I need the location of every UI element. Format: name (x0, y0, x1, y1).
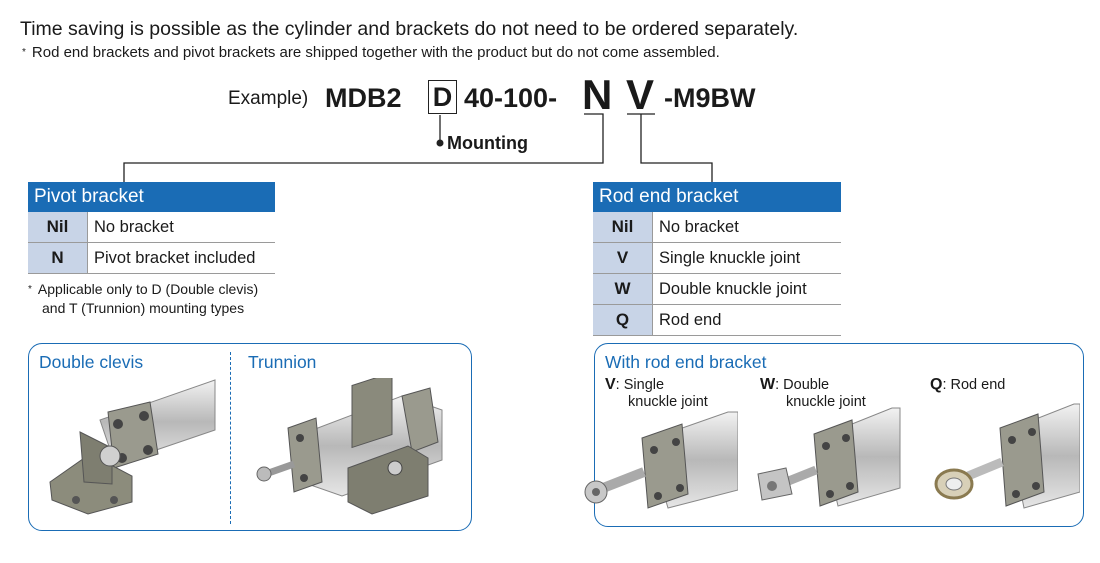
variant-line2: knuckle joint (628, 394, 708, 410)
headline: Time saving is possible as the cylinder … (20, 18, 799, 40)
note-asterisk: * (22, 47, 26, 58)
pivot-table-title: Pivot bracket (28, 182, 275, 212)
variant-code: W (760, 376, 776, 393)
shipping-note: * Rod end brackets and pivot brackets are… (22, 44, 720, 61)
mounting-code-box: D (428, 80, 457, 114)
shipping-note-text: Rod end brackets and pivot brackets are … (31, 44, 720, 61)
example-middle: 40-100- (464, 83, 558, 113)
pivot-note-line2: and T (Trunnion) mounting types (42, 300, 245, 316)
variant-line1: Double (783, 377, 830, 393)
variant-label-q: Q: Rod end (930, 376, 1006, 393)
trunnion-illustration (256, 378, 443, 515)
rod-end-bracket-table: Rod end bracket Nil No bracket V Single … (593, 182, 841, 336)
option-code: Nil (593, 212, 653, 242)
variant-code: V (605, 376, 616, 393)
table-row: N Pivot bracket included (28, 243, 275, 274)
mounting-dot (436, 139, 444, 147)
example-suffix: -M9BW (664, 83, 756, 113)
trunnion-title: Trunnion (248, 352, 317, 372)
panel-divider (230, 352, 231, 524)
rod-end-code: V (626, 71, 655, 118)
variant-line1: Single (623, 377, 665, 393)
option-code: N (28, 243, 88, 273)
double-clevis-illustration (49, 379, 216, 515)
pivot-note: * Applicable only to D (Double clevis) an… (28, 280, 258, 318)
double-knuckle-illustration (757, 407, 901, 507)
option-description: Pivot bracket included (94, 249, 256, 267)
variant-line2: knuckle joint (786, 394, 866, 410)
table-row: Nil No bracket (28, 212, 275, 243)
double-clevis-title: Double clevis (39, 352, 144, 372)
table-row: Nil No bracket (593, 212, 841, 243)
pivot-note-line1: Applicable only to D (Double clevis) (37, 281, 259, 297)
option-description: No bracket (94, 218, 174, 236)
option-code: Nil (28, 212, 88, 242)
variant-label-w: W: Double knuckle joint (760, 376, 866, 410)
note-asterisk: * (28, 284, 32, 295)
pivot-bracket-table: Pivot bracket Nil No bracket N Pivot bra… (28, 182, 275, 274)
option-code: W (593, 274, 653, 304)
rod-end-table-title: Rod end bracket (593, 182, 841, 212)
table-row: W Double knuckle joint (593, 274, 841, 305)
rod-end-illustration (934, 403, 1080, 509)
mounting-label: Mounting (447, 133, 528, 153)
table-row: V Single knuckle joint (593, 243, 841, 274)
example-part-number: Example) MDB2 D 40-100- N V -M9BW (228, 71, 788, 120)
variant-code: Q (930, 376, 943, 393)
option-code: Q (593, 305, 653, 335)
rod-end-photos-panel (594, 343, 1084, 527)
option-description: Rod end (659, 311, 722, 329)
option-description: No bracket (659, 218, 739, 236)
pivot-code: N (582, 71, 613, 118)
mounting-photos-panel (28, 343, 472, 531)
single-knuckle-illustration (584, 411, 738, 509)
variant-line1: Rod end (950, 377, 1006, 393)
option-code: V (593, 243, 653, 273)
example-prefix: MDB2 (325, 83, 402, 113)
rod-end-panel-title: With rod end bracket (605, 352, 767, 372)
option-description: Double knuckle joint (659, 280, 807, 298)
option-description: Single knuckle joint (659, 249, 801, 267)
table-row: Q Rod end (593, 305, 841, 336)
variant-label-v: V: Single knuckle joint (605, 376, 708, 410)
example-label: Example) (228, 88, 309, 109)
pivot-leader (123, 113, 604, 182)
rod-end-leader (627, 113, 713, 182)
